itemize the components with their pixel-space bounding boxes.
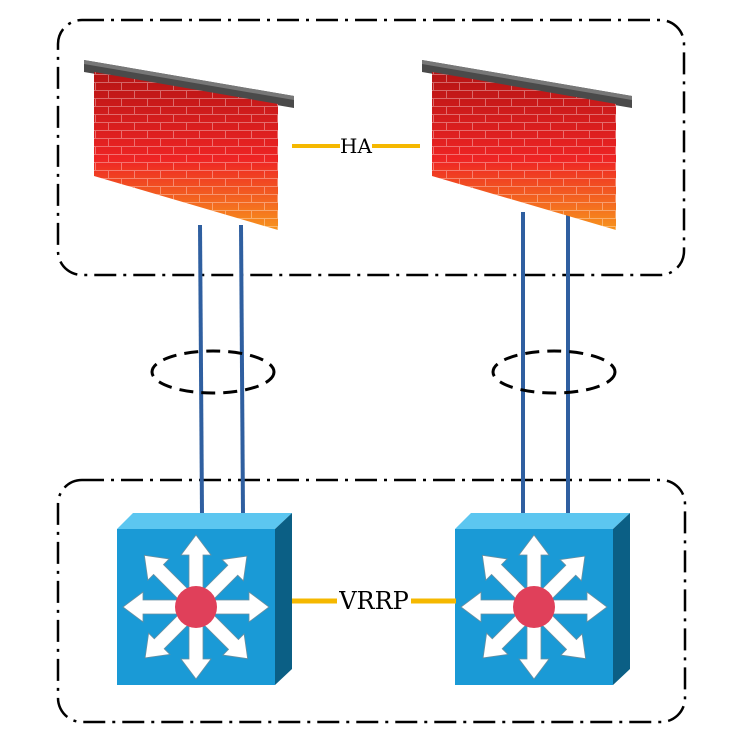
switch-cluster-boundary: [56, 478, 687, 724]
uplink-cable: [239, 224, 245, 516]
ha-link-label: HA: [340, 134, 372, 158]
uplink-cable: [198, 224, 204, 516]
firewall-icon: [422, 60, 632, 230]
uplink-cables: [198, 212, 570, 516]
firewall-icon: [84, 60, 294, 230]
vrrp-link-label: VRRP: [338, 587, 409, 615]
link-aggregation-icon: [150, 349, 276, 395]
firewall-cluster-boundary: [56, 18, 686, 277]
link-aggregation-icon: [491, 349, 617, 395]
layer3-switch-icon: [117, 513, 292, 685]
layer3-switch-icon: [455, 513, 630, 685]
